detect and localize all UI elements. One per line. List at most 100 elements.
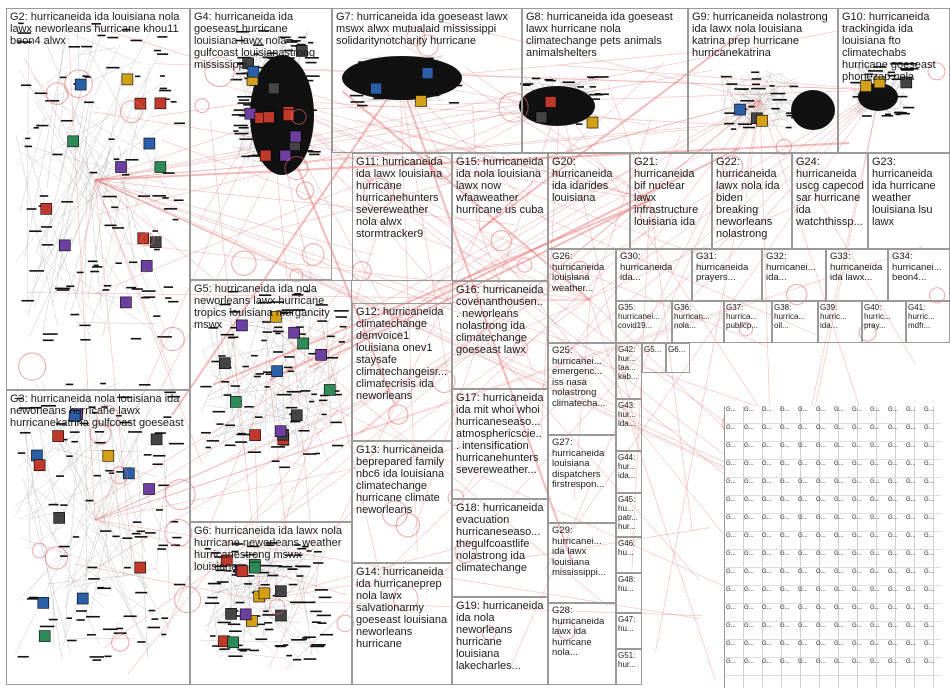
small-group-cell: G... bbox=[779, 424, 797, 442]
group-box-g38: G38: hurrica... oil... bbox=[772, 301, 818, 343]
small-group-cell: G... bbox=[725, 658, 743, 676]
small-group-cell: G... bbox=[833, 622, 851, 640]
small-group-cell: G... bbox=[815, 604, 833, 622]
small-group-cell: G... bbox=[725, 478, 743, 496]
small-group-cell: G... bbox=[815, 586, 833, 604]
small-group-cell: G... bbox=[905, 514, 923, 532]
group-label: G34: hurricanei... beon4... bbox=[889, 250, 949, 284]
small-group-cell: G... bbox=[869, 496, 887, 514]
small-group-cell: G... bbox=[905, 604, 923, 622]
group-box-g34: G34: hurricanei... beon4... bbox=[888, 249, 950, 301]
group-box-g19: G19: hurricaneida ida nola neworleans hu… bbox=[452, 597, 548, 685]
small-group-cell: G... bbox=[905, 406, 923, 424]
small-group-cell: G... bbox=[869, 586, 887, 604]
group-box-g35: G35: hurricanei... covid19... bbox=[616, 301, 672, 343]
group-label: G45: hu... patr... hur... bbox=[617, 494, 641, 531]
small-group-cell: G... bbox=[761, 460, 779, 478]
small-group-cell: G... bbox=[923, 568, 941, 586]
group-box-g20: G20: hurricaneida ida idarides louisiana bbox=[548, 153, 630, 249]
small-group-cell: G... bbox=[833, 496, 851, 514]
small-group-cell: G... bbox=[815, 442, 833, 460]
small-group-cell: G... bbox=[851, 658, 869, 676]
small-group-cell: G... bbox=[869, 658, 887, 676]
small-group-cell: G... bbox=[815, 424, 833, 442]
small-group-cell: G... bbox=[743, 478, 761, 496]
group-box-g39: G39: hurric... ida... bbox=[818, 301, 862, 343]
small-group-cell: G... bbox=[725, 532, 743, 550]
small-group-cell: G... bbox=[887, 424, 905, 442]
small-group-cell: G... bbox=[887, 550, 905, 568]
group-label: G7: hurricaneida ida goeseast lawx mswx … bbox=[333, 9, 521, 47]
group-label: G20: hurricaneida ida idarides louisiana bbox=[549, 154, 629, 204]
small-group-cell: G... bbox=[869, 424, 887, 442]
group-box-g4: G4: hurricaneida ida goeseast hurricane … bbox=[190, 8, 332, 280]
small-group-cell: G... bbox=[797, 442, 815, 460]
small-group-cell: G... bbox=[887, 568, 905, 586]
small-group-cell: G... bbox=[815, 622, 833, 640]
small-group-cell: G... bbox=[905, 586, 923, 604]
group-box-g31: G31: hurricaneida prayers... bbox=[692, 249, 762, 301]
small-group-cell: G... bbox=[869, 460, 887, 478]
small-group-cell: G... bbox=[743, 532, 761, 550]
small-group-cell: G... bbox=[761, 658, 779, 676]
small-group-cell: G... bbox=[923, 424, 941, 442]
small-group-cell: G... bbox=[797, 532, 815, 550]
small-group-cell: G... bbox=[905, 532, 923, 550]
small-group-cell: G... bbox=[833, 550, 851, 568]
group-box-g7: G7: hurricaneida ida goeseast lawx mswx … bbox=[332, 8, 522, 153]
group-box-g32: G32: hurricanei... ida... bbox=[762, 249, 826, 301]
small-group-cell: G... bbox=[851, 550, 869, 568]
small-group-cell: G... bbox=[887, 460, 905, 478]
small-group-cell: G... bbox=[725, 442, 743, 460]
small-group-cell: G... bbox=[779, 550, 797, 568]
small-group-cell: G... bbox=[815, 658, 833, 676]
small-group-cell: G... bbox=[797, 586, 815, 604]
group-box-g12: G12: hurricaneida climatechange demvoice… bbox=[352, 303, 452, 441]
small-group-cell: G... bbox=[779, 496, 797, 514]
small-group-cell: G... bbox=[725, 424, 743, 442]
group-label: G27: hurricaneida louisiana dispatchers … bbox=[549, 436, 615, 491]
group-box-g22: G22: hurricaneida lawx nola ida biden br… bbox=[712, 153, 792, 249]
group-label: G12: hurricaneida climatechange demvoice… bbox=[353, 304, 451, 402]
small-group-cell: G... bbox=[833, 532, 851, 550]
small-group-cell: G... bbox=[887, 586, 905, 604]
group-box-g3: G3: hurricaneida nola louisiana ida newo… bbox=[6, 390, 190, 685]
group-box-g13: G13: hurricaneida beprepared family nbc6… bbox=[352, 441, 452, 563]
small-group-cell: G... bbox=[761, 586, 779, 604]
small-group-cell: G... bbox=[923, 496, 941, 514]
small-group-cell: G... bbox=[905, 568, 923, 586]
small-group-cell: G... bbox=[905, 640, 923, 658]
group-box-g24: G24: hurricaneida uscg capecod sar hurri… bbox=[792, 153, 868, 249]
small-group-cell: G... bbox=[887, 514, 905, 532]
group-box-g40: G40: hurric... pray... bbox=[862, 301, 906, 343]
group-label: G23: hurricaneida ida hurricane weather … bbox=[869, 154, 949, 228]
small-group-cell: G... bbox=[797, 406, 815, 424]
group-label: G4: hurricaneida ida goeseast hurricane … bbox=[191, 9, 331, 71]
group-box-g25: G25: hurricanei... emergenc... iss nasa … bbox=[548, 343, 616, 435]
group-box-g46: G46: hu... bbox=[616, 537, 642, 573]
group-label: G35: hurricanei... covid19... bbox=[617, 302, 671, 330]
small-group-cell: G... bbox=[743, 568, 761, 586]
small-group-cell: G... bbox=[833, 658, 851, 676]
small-group-cell: G... bbox=[815, 496, 833, 514]
group-box-g11: G11: hurricaneida ida lawx louisiana hur… bbox=[352, 153, 452, 281]
small-group-cell: G... bbox=[923, 640, 941, 658]
group-label: G6: hurricaneida ida lawx nola hurricane… bbox=[191, 523, 351, 573]
group-label: G19: hurricaneida ida nola neworleans hu… bbox=[453, 598, 547, 672]
small-group-cell: G... bbox=[923, 460, 941, 478]
small-group-cell: G... bbox=[743, 622, 761, 640]
small-group-cell: G... bbox=[761, 496, 779, 514]
small-group-cell: G... bbox=[923, 622, 941, 640]
group-box-g17: G17: hurricaneida ida mit whoi whoi hurr… bbox=[452, 389, 548, 499]
small-group-cell: G... bbox=[815, 406, 833, 424]
group-label: G28: hurricaneida lawx ida hurricane nol… bbox=[549, 604, 615, 659]
group-label: G30: hurricaneida ida... bbox=[617, 250, 691, 284]
small-group-cell: G... bbox=[887, 442, 905, 460]
small-group-cell: G... bbox=[851, 424, 869, 442]
small-group-cell: G... bbox=[725, 568, 743, 586]
group-label: G15: hurricaneida ida nola louisiana law… bbox=[453, 154, 547, 216]
small-group-cell: G... bbox=[779, 406, 797, 424]
group-box-g33: G33: hurricaneida ida lawx... bbox=[826, 249, 888, 301]
small-group-cell: G... bbox=[851, 586, 869, 604]
small-group-cell: G... bbox=[779, 442, 797, 460]
